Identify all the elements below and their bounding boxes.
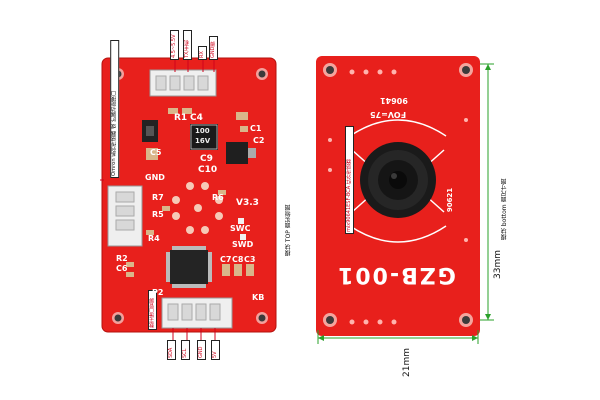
silk-r5: R5: [152, 210, 164, 219]
silk-top-code: 90641: [380, 96, 408, 105]
dim-height-label: 33mm: [493, 250, 503, 279]
silk-r6: R6: [212, 193, 224, 202]
silk-gnd: GND: [145, 173, 165, 182]
right-caption: 模块 bottom 面尺寸图: [501, 178, 508, 240]
sensor-tag: mlx90641ESF-BCA 红外传感器: [345, 126, 354, 234]
silk-c2: C2: [253, 136, 265, 145]
silk-swd: SWD: [232, 240, 254, 249]
silk-swc: SWC: [230, 224, 251, 233]
silk-c8: C8: [232, 255, 244, 264]
electrolytic-capacitor: [190, 124, 218, 150]
silk-v33: V3.3: [236, 198, 259, 208]
silk-r4: R4: [148, 234, 160, 243]
cap-voltage: 16V: [195, 137, 211, 145]
silk-side-code: 90621: [446, 187, 455, 213]
silk-c7: C7: [220, 255, 232, 264]
mcu-chip: [170, 250, 208, 284]
silk-kb: KB: [252, 293, 265, 302]
silk-r7: R7: [152, 193, 164, 202]
silk-c5: C5: [150, 148, 162, 157]
silk-c9: C9: [200, 154, 213, 164]
silk-c1: C1: [250, 124, 262, 133]
cap-value: 100: [195, 127, 210, 135]
silk-p2: P2: [152, 288, 164, 297]
silk-r2: R2: [116, 254, 128, 263]
dim-width-label: 21mm: [402, 348, 412, 377]
silk-c10: C10: [198, 165, 218, 175]
silk-model: GZB-001: [336, 262, 456, 287]
silk-c6: C6: [116, 264, 128, 273]
silk-r1: R1: [174, 113, 188, 123]
silk-fov: FOV=75: [370, 110, 407, 119]
silk-c4: C4: [190, 113, 203, 123]
silk-c3: C3: [244, 255, 256, 264]
